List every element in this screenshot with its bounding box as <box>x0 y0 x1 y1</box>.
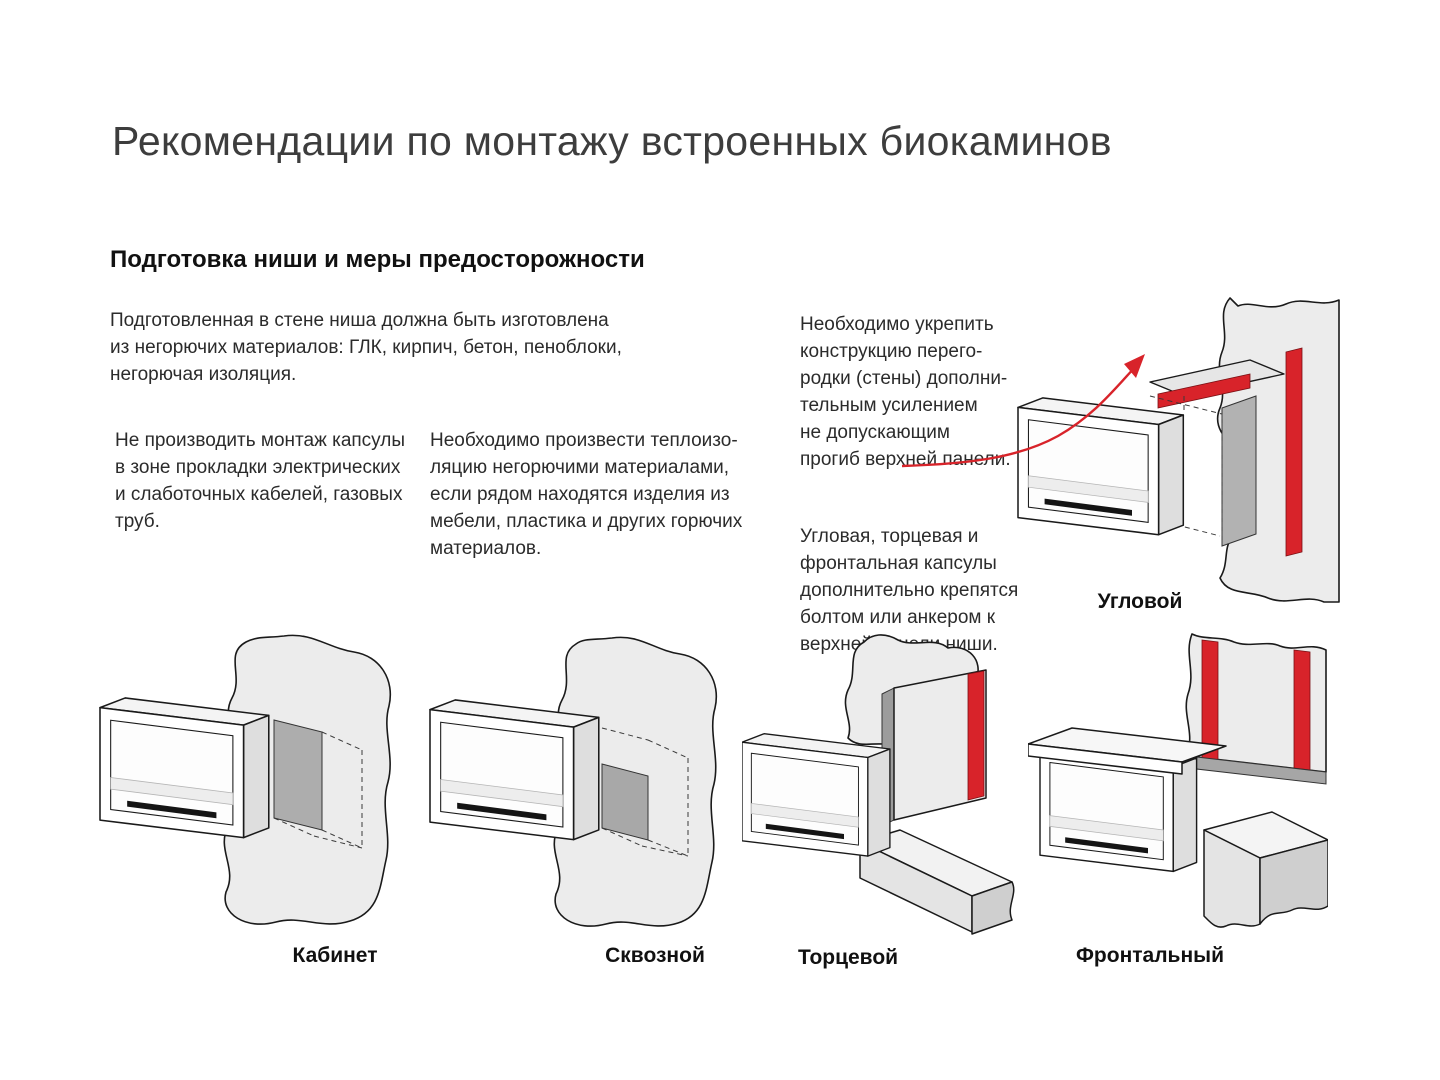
diagram-through-illustration <box>429 636 717 927</box>
page-title: Рекомендации по монтажу встроенных биока… <box>112 118 1112 164</box>
niche-hidden-lines <box>601 727 689 857</box>
note-no-mount-zone: Не производить монтаж капсулы в зоне про… <box>115 430 406 532</box>
pointer-arrow <box>901 354 1145 468</box>
niche-hidden-lines <box>273 731 363 849</box>
niche-side-face <box>601 763 649 841</box>
intro-paragraph: Подготовленная в стене ниша должна быть … <box>110 310 622 385</box>
diagram-frontal-illustration <box>1028 633 1328 928</box>
wall-slab <box>893 669 987 821</box>
fireplace-capsule <box>99 697 270 839</box>
fireplace-capsule <box>429 699 600 841</box>
reinforcement-stripe-vertical <box>1285 347 1303 557</box>
wall-panel <box>1185 633 1327 773</box>
diagram-corner-illustration <box>1017 297 1340 603</box>
diagram-label-frontal: Фронтальный <box>1075 944 1225 967</box>
diagram-label-corner: Угловой <box>1097 590 1183 613</box>
wall-beam-lower <box>859 829 1015 935</box>
niche-side-face <box>1221 395 1257 547</box>
diagram-cabinet-illustration <box>99 634 391 925</box>
reinforcement-stripe-slanted <box>1157 373 1251 409</box>
section-heading: Подготовка ниши и меры предосторожности <box>110 246 645 273</box>
fireplace-capsule <box>742 733 891 857</box>
reinforcement-stripe-left <box>1201 639 1219 761</box>
diagram-through <box>420 628 720 948</box>
niche-side-face <box>273 719 323 831</box>
diagram-end <box>742 630 1022 965</box>
reinforcement-stripe-right <box>1293 649 1311 771</box>
diagram-cabinet <box>96 624 396 944</box>
diagram-end-illustration <box>742 634 1015 935</box>
niche-hidden-lines <box>1149 395 1223 544</box>
reinforcement-stripe-vertical <box>967 670 985 801</box>
arrowhead <box>1124 354 1145 378</box>
diagram-corner <box>998 296 1340 626</box>
note-insulation: Необходимо произвести теплоизо- ляцию не… <box>430 430 743 559</box>
diagram-label-cabinet: Кабинет <box>292 944 378 967</box>
diagram-frontal <box>1028 624 1328 959</box>
mantel-shelf <box>1028 727 1227 775</box>
diagram-label-end: Торцевой <box>797 946 899 969</box>
wall-step-lower <box>1203 811 1328 928</box>
diagram-label-through: Сквозной <box>605 944 705 967</box>
